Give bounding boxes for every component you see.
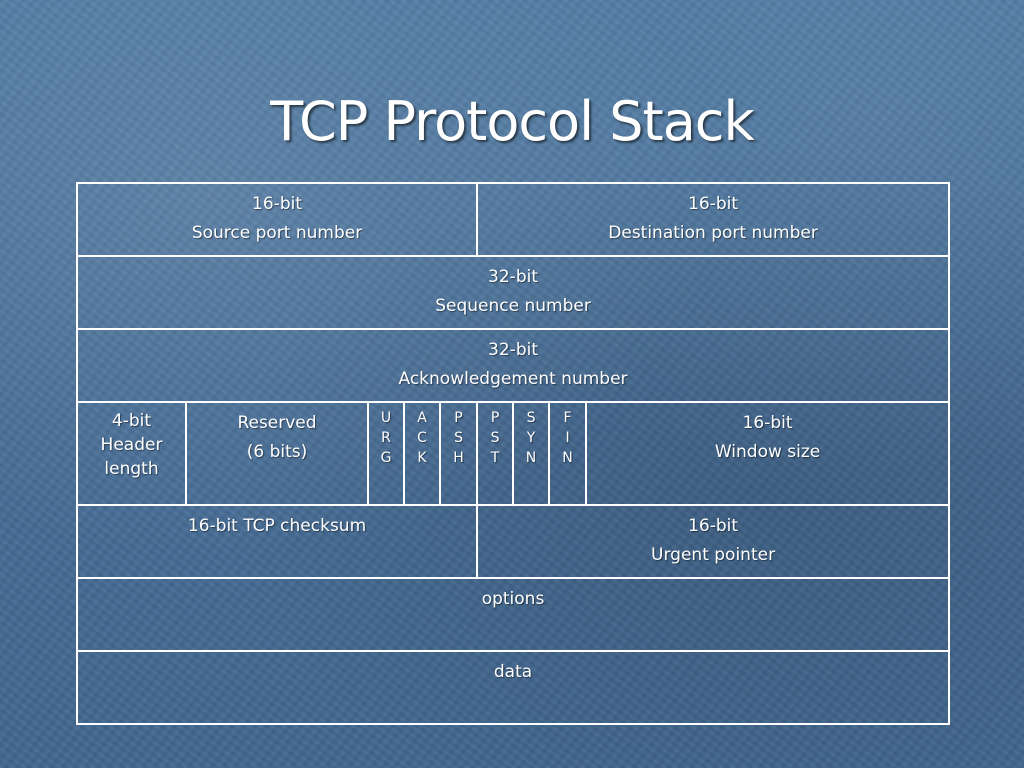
slide-title: TCP Protocol Stack — [270, 90, 755, 153]
flag-letter: U — [380, 410, 392, 426]
options-cell: options — [75, 577, 951, 652]
flag-letter: P — [454, 410, 463, 426]
reserved-size: (6 bits) — [246, 442, 308, 462]
header-length-cell: 4-bit Header length — [76, 401, 187, 506]
data-cell: data — [75, 650, 951, 725]
row-data: data — [75, 650, 951, 725]
flag-ack-cell: A C K — [403, 401, 441, 506]
acknowledgement-number-cell: 32-bit Acknowledgement number — [75, 328, 951, 403]
flag-letter: S — [490, 430, 500, 446]
flag-letter: F — [563, 410, 572, 426]
row-ports: 16-bit Source port number 16-bit Destina… — [75, 182, 951, 257]
header-length-label-line1: Header — [100, 435, 163, 455]
data-label: data — [493, 662, 533, 682]
checksum-cell: 16-bit TCP checksum — [75, 504, 479, 579]
row-checksum: 16-bit TCP checksum 16-bit Urgent pointe… — [75, 504, 951, 579]
urgent-pointer-label: Urgent pointer — [651, 545, 776, 565]
urgent-pointer-size: 16-bit — [688, 516, 739, 536]
options-label: options — [481, 589, 545, 609]
urgent-pointer-cell: 16-bit Urgent pointer — [476, 504, 951, 579]
sequence-number-cell: 32-bit Sequence number — [75, 255, 951, 330]
sequence-label: Sequence number — [435, 296, 591, 316]
flag-syn-cell: S Y N — [512, 401, 551, 506]
reserved-label: Reserved — [237, 413, 317, 433]
window-size-label: Window size — [714, 442, 821, 462]
flag-letter: A — [417, 410, 427, 426]
flag-letter: P — [490, 410, 500, 426]
acknowledgement-label: Acknowledgement number — [398, 369, 628, 389]
header-length-size: 4-bit — [111, 411, 152, 431]
acknowledgement-size: 32-bit — [488, 340, 538, 360]
destination-port-size: 16-bit — [688, 194, 739, 214]
row-flags: 4-bit Header length Reserved (6 bits) U … — [76, 401, 951, 506]
reserved-cell: Reserved (6 bits) — [185, 401, 369, 506]
flag-letter: K — [417, 450, 427, 466]
flag-letter: R — [381, 430, 391, 446]
flag-psh-cell: P S H — [438, 401, 479, 506]
sequence-size: 32-bit — [488, 267, 538, 287]
row-acknowledgement: 32-bit Acknowledgement number — [75, 328, 951, 403]
flag-letter: S — [454, 430, 463, 446]
row-sequence: 32-bit Sequence number — [75, 255, 951, 330]
header-length-label-line2: length — [104, 459, 159, 479]
window-size-size: 16-bit — [742, 413, 793, 433]
flag-letter: G — [380, 450, 392, 466]
destination-port-label: Destination port number — [608, 223, 818, 243]
source-port-cell: 16-bit Source port number — [75, 182, 479, 257]
flag-letter: H — [453, 450, 464, 466]
flag-letter: I — [565, 430, 570, 446]
row-options: options — [75, 577, 951, 652]
source-port-size: 16-bit — [252, 194, 302, 214]
flag-letter: T — [490, 450, 500, 466]
flag-letter: S — [526, 410, 536, 426]
tcp-header-diagram: 16-bit Source port number 16-bit Destina… — [75, 182, 951, 725]
flag-pst-cell: P S T — [476, 401, 515, 506]
flag-urg-cell: U R G — [367, 401, 405, 506]
destination-port-cell: 16-bit Destination port number — [476, 182, 951, 257]
flag-letter: N — [525, 450, 537, 466]
flag-letter: C — [417, 430, 427, 446]
flag-letter: Y — [526, 430, 536, 446]
checksum-label: 16-bit TCP checksum — [187, 516, 367, 536]
flag-fin-cell: F I N — [548, 401, 588, 506]
window-size-cell: 16-bit Window size — [585, 401, 951, 506]
source-port-label: Source port number — [191, 223, 363, 243]
flag-letter: N — [562, 450, 573, 466]
